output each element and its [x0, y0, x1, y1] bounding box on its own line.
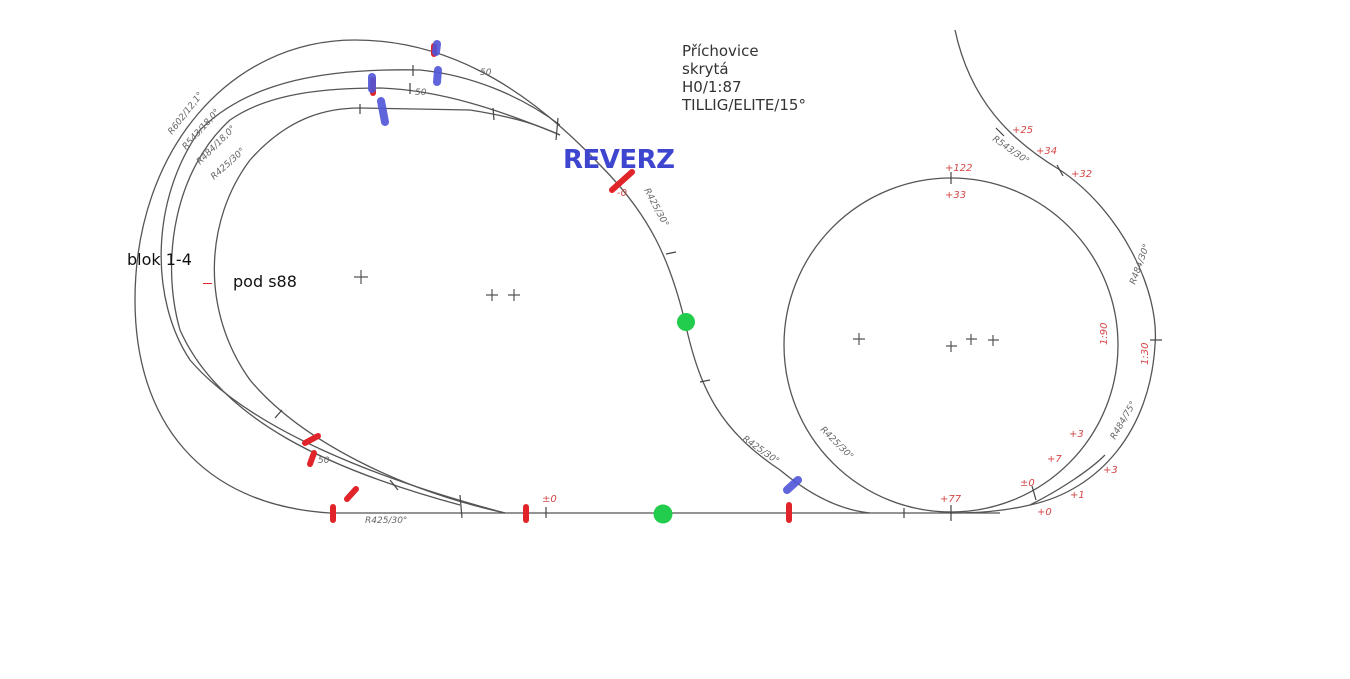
- svg-text:+34: +34: [1036, 146, 1057, 157]
- reverz-label: REVERZ: [563, 145, 675, 175]
- insulation-marks: [302, 43, 792, 523]
- track-ticks: [274, 65, 1162, 521]
- svg-text:±0: ±0: [542, 494, 557, 505]
- track-right-curve: [949, 29, 1157, 514]
- svg-text:+7: +7: [1047, 454, 1062, 465]
- block-label: blok 1-4: [127, 250, 192, 269]
- svg-text:-0: -0: [617, 188, 627, 199]
- svg-text:+32: +32: [1071, 169, 1092, 180]
- centre-crosses: [354, 270, 999, 352]
- sensor-legend-label: pod s88: [233, 272, 297, 291]
- svg-text:+122: +122: [945, 163, 972, 174]
- svg-text:±0: ±0: [1020, 478, 1035, 489]
- info-scale: H0/1:87: [682, 78, 742, 96]
- svg-text:1:30: 1:30: [1140, 343, 1151, 365]
- svg-text:+25: +25: [1012, 125, 1033, 136]
- svg-text:R425/30°: R425/30°: [365, 516, 407, 526]
- height-marks: +25 +34 +32 +122 +33 1:90 1:30 +3 +7 ±0 …: [318, 68, 1151, 518]
- svg-text:R484/30°: R484/30°: [1128, 243, 1152, 286]
- track-3: [170, 87, 561, 506]
- svg-text:+0: +0: [1037, 507, 1052, 518]
- svg-text:+1: +1: [1070, 490, 1085, 501]
- svg-text:R543/30°: R543/30°: [990, 134, 1030, 167]
- track-right-branch: [1029, 454, 1106, 506]
- info-station: Příchovice: [682, 42, 759, 60]
- svg-text:+33: +33: [945, 190, 966, 201]
- svg-text:R425/30°: R425/30°: [818, 425, 855, 462]
- svg-text:R425/30°: R425/30°: [740, 434, 780, 467]
- reverse-section-marks: [368, 40, 802, 494]
- legend-red-dash: [203, 283, 212, 284]
- sensor-dot-bottom: [653, 504, 673, 524]
- svg-text:50: 50: [415, 88, 427, 98]
- info-track-system: TILLIG/ELITE/15°: [682, 96, 806, 114]
- svg-text:50: 50: [480, 68, 492, 78]
- svg-text:+3: +3: [1103, 465, 1118, 476]
- layout-info: Příchovice skrytá H0/1:87 TILLIG/ELITE/1…: [682, 42, 806, 114]
- svg-text:R484/75°: R484/75°: [1109, 400, 1139, 442]
- info-hidden: skrytá: [682, 60, 729, 78]
- svg-text:50: 50: [318, 456, 330, 466]
- sensor-dot-reverz: [677, 313, 695, 331]
- svg-text:1:90: 1:90: [1099, 323, 1110, 345]
- track-outer: [134, 39, 871, 514]
- track-4: [213, 107, 561, 514]
- svg-text:+77: +77: [940, 494, 962, 505]
- svg-text:+3: +3: [1069, 429, 1084, 440]
